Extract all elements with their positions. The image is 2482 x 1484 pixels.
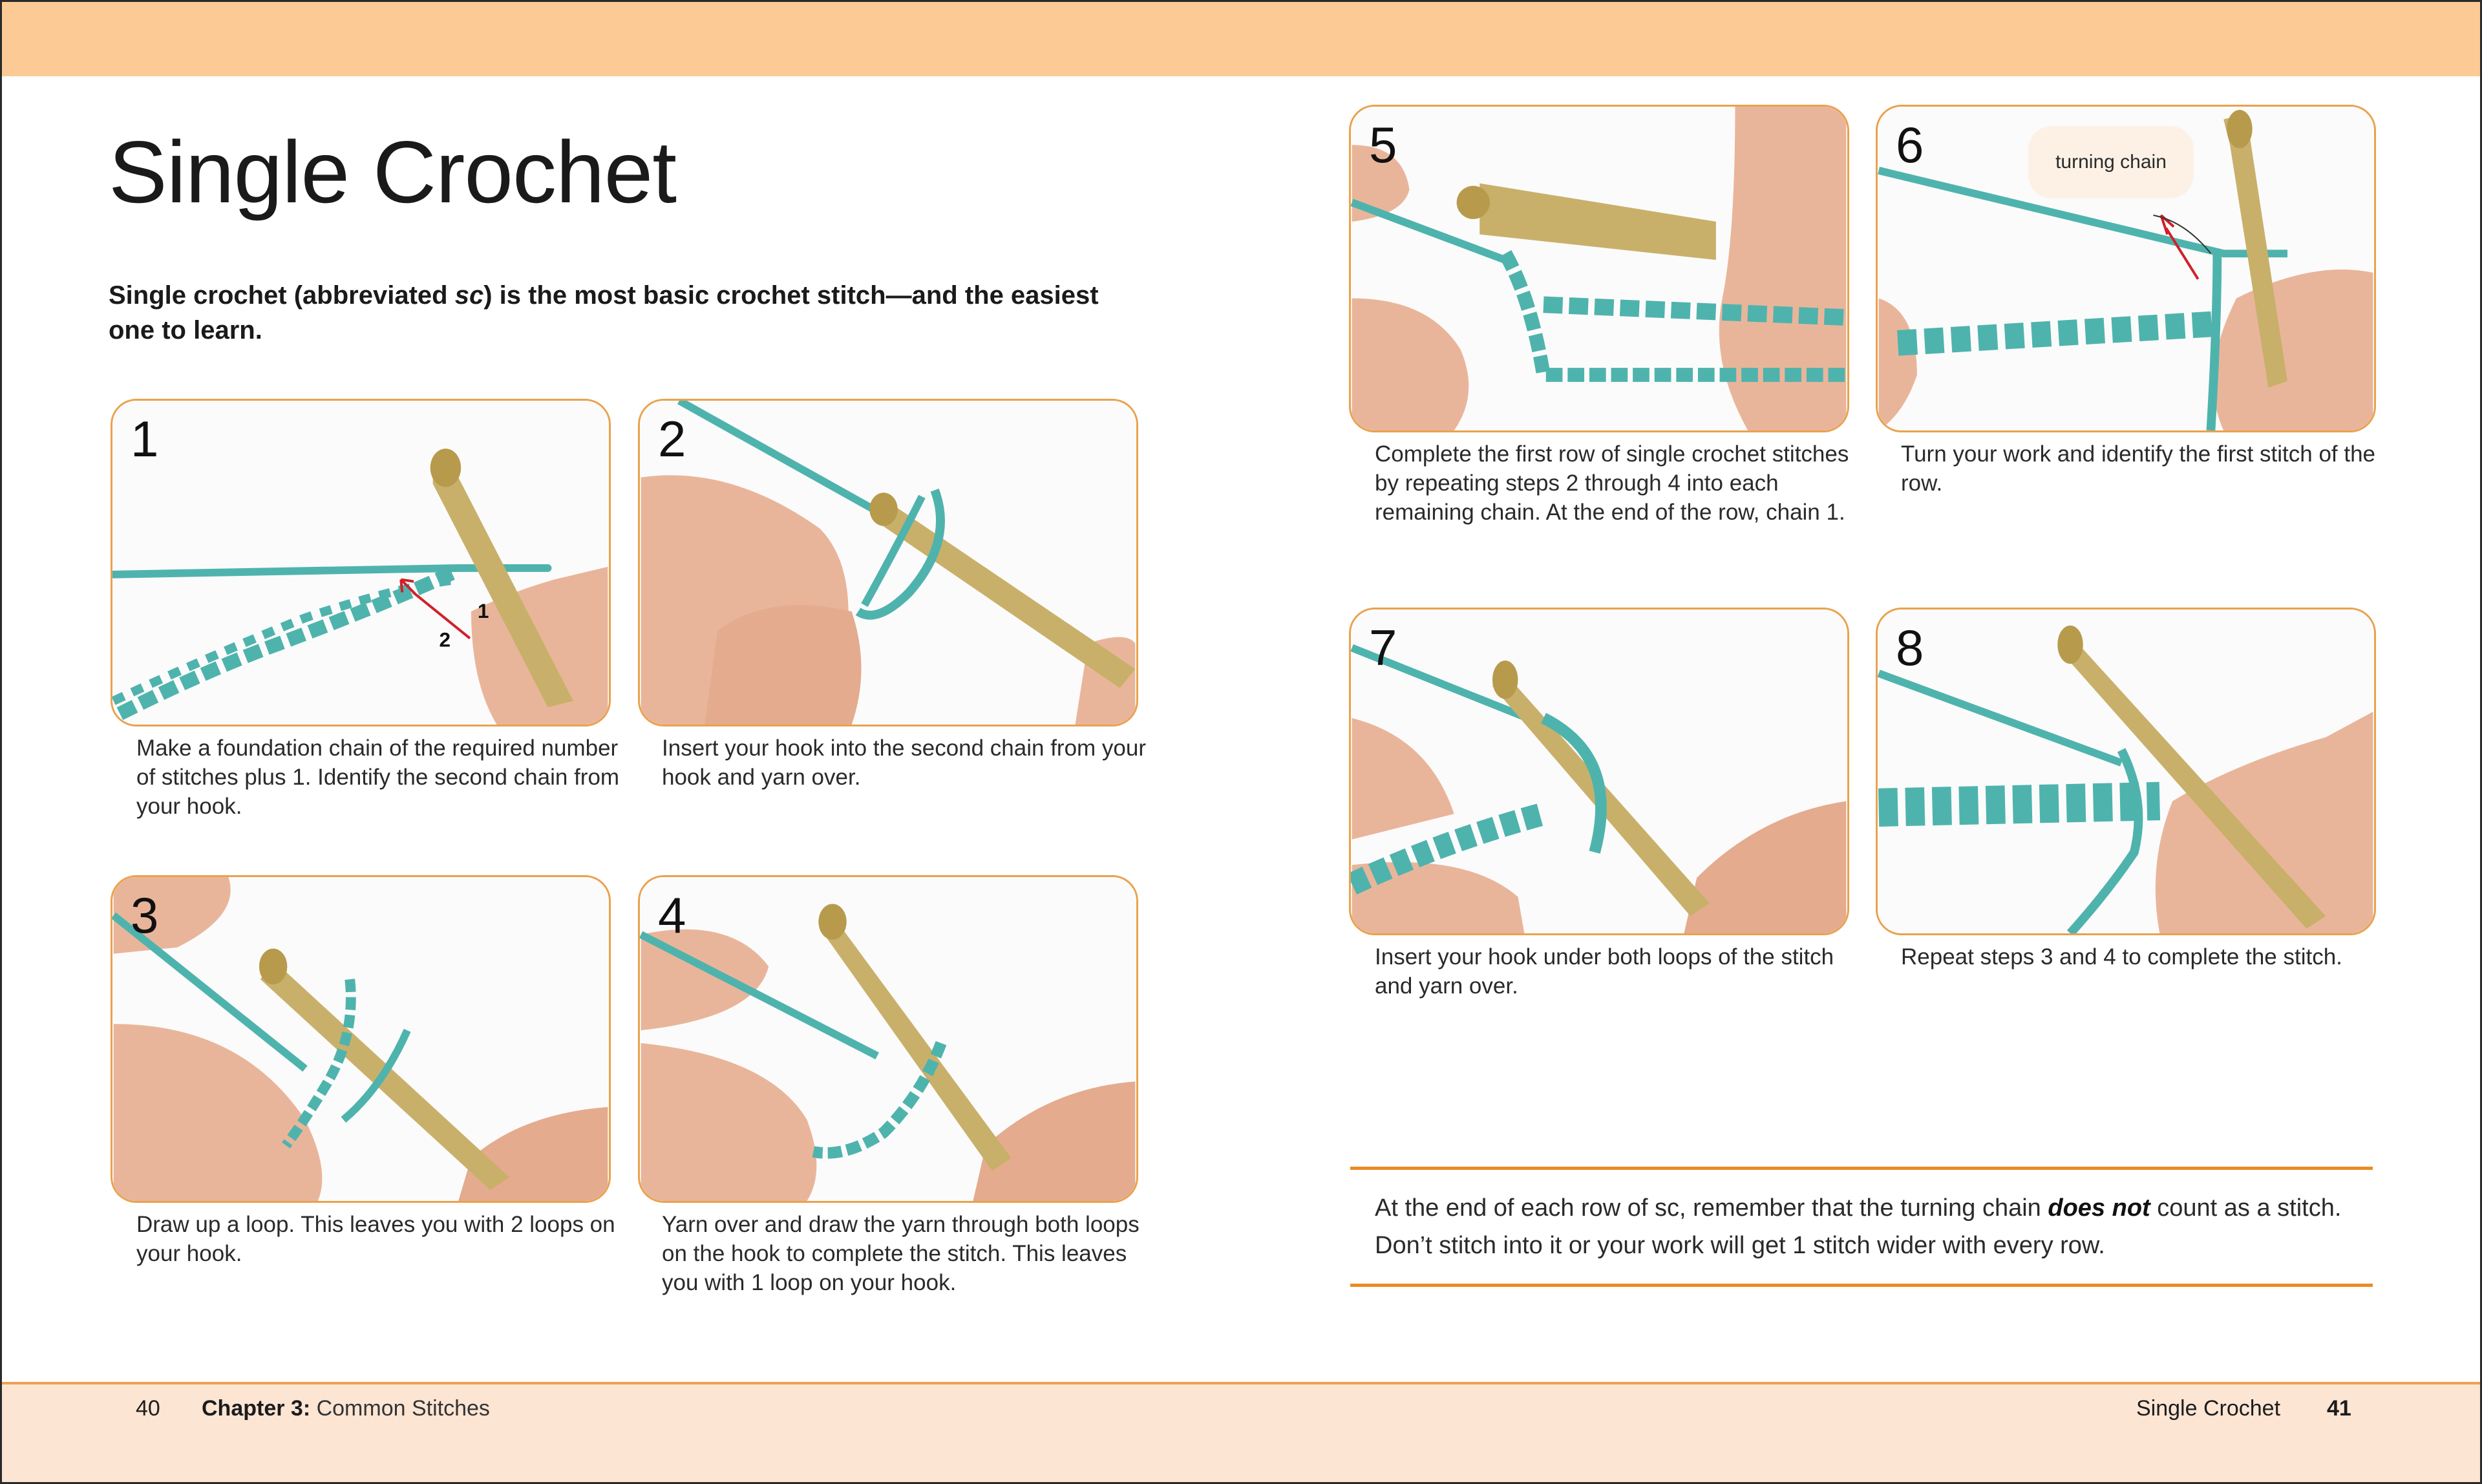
chain-label-1: 1	[478, 599, 489, 622]
intro-abbreviation: sc	[454, 281, 484, 310]
step-3-photo-panel: 3	[111, 875, 611, 1203]
page-footer: 40 Chapter 3: Common Stitches Single Cro…	[0, 1382, 2482, 1484]
step-number: 3	[131, 887, 159, 944]
step-number: 5	[1369, 116, 1397, 173]
chapter-number: Chapter 3:	[202, 1396, 311, 1421]
step-2-caption: Insert your hook into the second chain f…	[662, 736, 1147, 790]
section-name: Single Crochet	[2136, 1396, 2281, 1421]
red-arrow-icon	[2159, 214, 2175, 235]
step-7-photo	[1351, 610, 1847, 933]
intro-text-start: Single crochet (abbreviated	[109, 281, 455, 310]
step-number: 1	[131, 410, 159, 467]
chapter-label: Chapter 3: Common Stitches	[202, 1396, 490, 1421]
step-5-photo	[1351, 107, 1847, 430]
chain-label-2: 2	[440, 628, 451, 651]
step-1-photo: 1 2	[112, 401, 608, 725]
chapter-name: Common Stitches	[310, 1396, 490, 1421]
step-2-photo-panel: 2	[638, 399, 1138, 726]
step-1-photo-panel: 1 2 1	[111, 399, 611, 726]
step-number: 6	[1896, 116, 1924, 173]
step-7-photo-panel: 7	[1349, 608, 1849, 935]
tip-box: At the end of each row of sc, remember t…	[1350, 1167, 2373, 1287]
step-8-photo-panel: 8	[1876, 608, 2376, 935]
tip-text: At the end of each row of sc, remember t…	[1375, 1189, 2357, 1264]
step-7-caption: Insert your hook under both loops of the…	[1375, 944, 1834, 999]
step-3-photo	[112, 877, 608, 1201]
left-page-number: 40	[136, 1396, 160, 1421]
right-page-number: 41	[2327, 1396, 2351, 1421]
step-6-caption: Turn your work and identify the first st…	[1901, 441, 2376, 496]
red-guide-line	[2165, 227, 2200, 280]
step-8-caption: Repeat steps 3 and 4 to complete the sti…	[1901, 944, 2342, 970]
step-4-photo	[640, 877, 1136, 1201]
step-number: 2	[658, 410, 686, 467]
red-arrow-icon	[399, 578, 416, 595]
red-guide-line	[412, 591, 471, 640]
top-header-band	[0, 0, 2482, 76]
step-8-photo	[1878, 610, 2373, 933]
intro-paragraph: Single crochet (abbreviated sc) is the m…	[109, 278, 1143, 348]
step-5-caption: Complete the first row of single crochet…	[1375, 441, 1849, 525]
tip-text-start: At the end of each row of sc, remember t…	[1375, 1194, 2048, 1222]
step-number: 7	[1369, 619, 1397, 676]
step-4-photo-panel: 4	[638, 875, 1138, 1203]
callout-pointer-icon	[2153, 215, 2212, 254]
step-5-photo-panel: 5	[1349, 105, 1849, 432]
page-title: Single Crochet	[109, 123, 677, 221]
step-3-caption: Draw up a loop. This leaves you with 2 l…	[136, 1212, 615, 1266]
step-4-caption: Yarn over and draw the yarn through both…	[662, 1212, 1140, 1295]
step-number: 8	[1896, 619, 1924, 676]
tip-emphasis: does not	[2048, 1194, 2150, 1222]
turning-chain-callout: turning chain	[2028, 126, 2194, 198]
tip-text-end: count as a stitch. Don’t stitch into it …	[1375, 1194, 2342, 1259]
step-2-photo	[641, 401, 1136, 725]
step-1-caption: Make a foundation chain of the required …	[136, 736, 620, 819]
intro-text-end: ) is the most basic crochet stitch—and t…	[109, 281, 1099, 344]
step-number: 4	[658, 887, 686, 944]
